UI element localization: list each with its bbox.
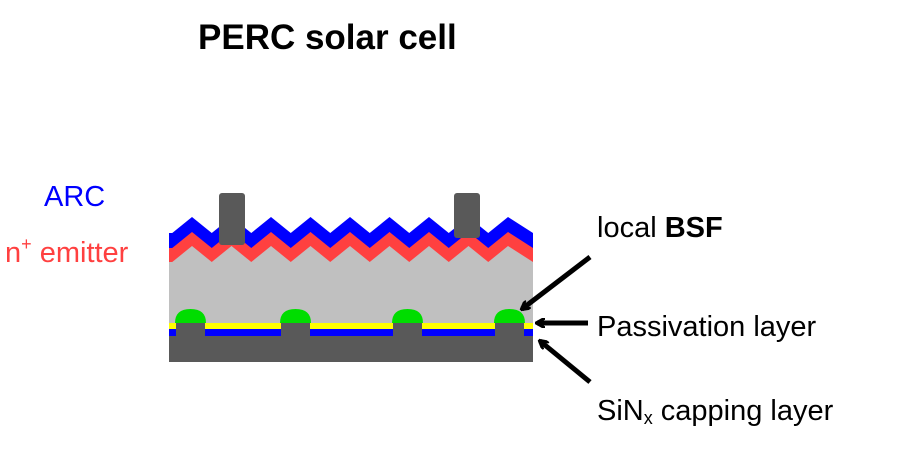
capping-label: SiNx capping layer (597, 395, 834, 428)
emitter-label: n+ emitter (5, 235, 128, 268)
arc-label: ARC (44, 183, 105, 212)
emitter-text: emitter (31, 237, 129, 269)
capping-text: capping layer (652, 395, 834, 427)
arrow-capping (540, 341, 592, 384)
local-bsf (280, 309, 311, 323)
bsf-text: BSF (664, 212, 723, 244)
rear-contact (281, 322, 310, 337)
passivation-layer (169, 323, 533, 329)
rear-metal (169, 336, 533, 362)
capping-layer (169, 329, 533, 336)
emitter-sup: + (21, 234, 32, 254)
rear-contact (176, 322, 205, 337)
local-bsf (494, 309, 525, 323)
local-bsf (175, 309, 206, 323)
local-text: local (597, 212, 665, 244)
front-finger (219, 193, 245, 245)
sin-text: SiN (597, 395, 644, 427)
diagram-title: PERC solar cell (198, 18, 457, 57)
passivation-label: Passivation layer (597, 311, 817, 343)
arc-text: ARC (44, 181, 106, 213)
emitter-n: n (5, 237, 22, 269)
rear-contact (495, 322, 524, 337)
sin-sub: x (643, 408, 653, 428)
rear-contact (393, 322, 422, 337)
front-finger (454, 193, 480, 238)
arrow-local-bsf (522, 255, 592, 309)
local-bsf (392, 309, 423, 323)
local-bsf-label: local BSF (597, 214, 723, 243)
